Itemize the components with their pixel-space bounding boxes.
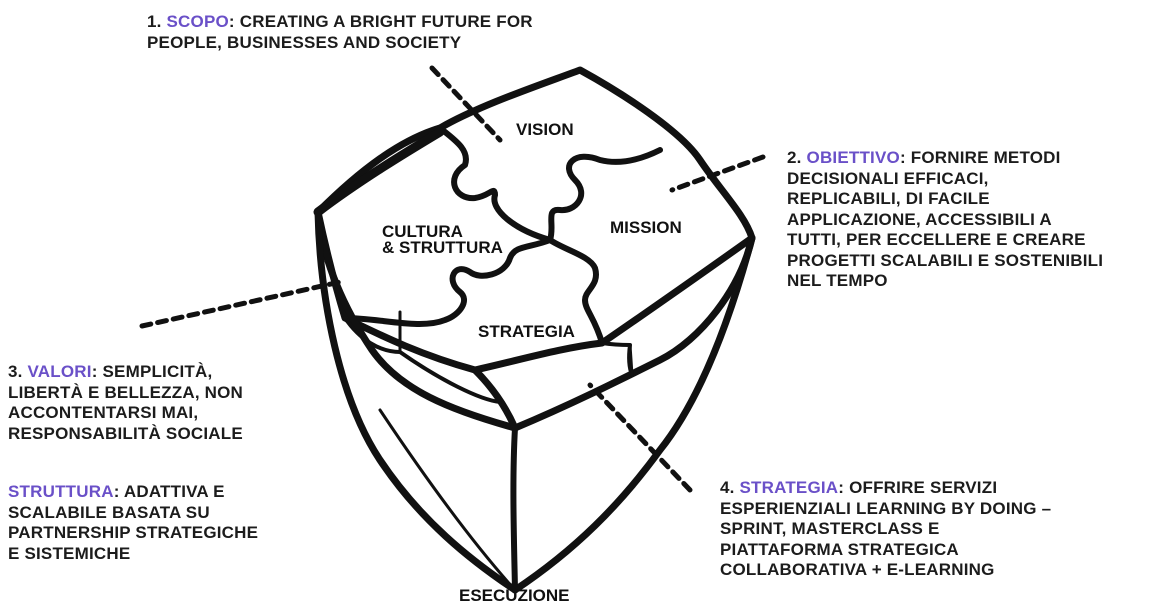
annotation-strategia-line5: COLLABORATIVA + E-LEARNING xyxy=(720,560,1051,581)
puzzle-label-mission: MISSION xyxy=(610,219,682,237)
annotation-obiettivo-line2: DECISIONALI EFFICACI, xyxy=(787,169,1103,190)
annotation-obiettivo-line6: PROGETTI SCALABILI E SOSTENIBILI xyxy=(787,251,1103,272)
annotation-number: 4. xyxy=(720,478,735,497)
annotation-number: 3. xyxy=(8,362,23,381)
annotation-valori-line1: 3. VALORI: SEMPLICITÀ, xyxy=(8,362,243,383)
annotation-struttura-line4: E SISTEMICHE xyxy=(8,544,258,565)
band-right xyxy=(602,343,632,375)
annotation-number: 2. xyxy=(787,148,802,167)
annotation-struttura-line3: PARTNERSHIP STRATEGICHE xyxy=(8,523,258,544)
annotation-scopo-line1: 1. SCOPO: CREATING A BRIGHT FUTURE FOR xyxy=(147,12,533,33)
annotation-text: SEMPLICITÀ, xyxy=(103,362,213,381)
annotation-separator: : xyxy=(838,478,844,497)
annotation-keyword: OBIETTIVO xyxy=(807,148,900,167)
annotation-keyword: VALORI xyxy=(28,362,92,381)
annotation-keyword: SCOPO xyxy=(167,12,229,31)
rim-left xyxy=(318,132,440,212)
base-label-esecuzione: ESECUZIONE xyxy=(459,587,570,605)
pointer-line-valori xyxy=(142,282,340,326)
annotation-scopo-line2: PEOPLE, BUSINESSES AND SOCIETY xyxy=(147,33,533,54)
annotation-obiettivo-line5: TUTTI, PER ECCELLERE E CREARE xyxy=(787,230,1103,251)
annotation-strategia-line1: 4. STRATEGIA: OFFRIRE SERVIZI xyxy=(720,478,1051,499)
annotation-strategia-line4: PIATTAFORMA STRATEGICA xyxy=(720,540,1051,561)
annotation-text: ADATTIVA E xyxy=(124,482,225,501)
annotation-separator: : xyxy=(900,148,906,167)
annotation-struttura-line2: SCALABILE BASATA SU xyxy=(8,503,258,524)
base-inner-left xyxy=(380,410,515,590)
annotation-text: CREATING A BRIGHT FUTURE FOR xyxy=(240,12,533,31)
annotation-separator: : xyxy=(92,362,98,381)
annotation-text: OFFRIRE SERVIZI xyxy=(849,478,997,497)
annotation-valori: 3. VALORI: SEMPLICITÀ, LIBERTÀ E BELLEZZ… xyxy=(8,362,243,444)
puzzle-label-cultura: CULTURA & STRUTTURA xyxy=(382,224,503,256)
annotation-strategia-line2: ESPERIENZIALI LEARNING BY DOING – xyxy=(720,499,1051,520)
annotation-number: 1. xyxy=(147,12,162,31)
band-vert-right xyxy=(630,345,632,375)
puzzle-label-cultura-line2: & STRUTTURA xyxy=(382,240,503,256)
annotation-struttura-line1: STRUTTURA: ADATTIVA E xyxy=(8,482,258,503)
annotation-separator: : xyxy=(229,12,235,31)
annotation-obiettivo-line7: NEL TEMPO xyxy=(787,271,1103,292)
annotation-keyword: STRUTTURA xyxy=(8,482,114,501)
annotation-valori-line4: RESPONSABILITÀ SOCIALE xyxy=(8,424,243,445)
annotation-valori-line3: ACCONTENTARSI MAI, xyxy=(8,403,243,424)
annotation-obiettivo-line1: 2. OBIETTIVO: FORNIRE METODI xyxy=(787,148,1103,169)
annotation-strategia-line3: SPRINT, MASTERCLASS E xyxy=(720,519,1051,540)
annotation-obiettivo-line4: APPLICAZIONE, ACCESSIBILI A xyxy=(787,210,1103,231)
annotation-text: FORNIRE METODI xyxy=(911,148,1061,167)
annotation-keyword: STRATEGIA xyxy=(740,478,839,497)
base-left xyxy=(318,212,515,590)
annotation-obiettivo-line3: REPLICABILI, DI FACILE xyxy=(787,189,1103,210)
base-center xyxy=(513,428,515,590)
annotation-obiettivo: 2. OBIETTIVO: FORNIRE METODI DECISIONALI… xyxy=(787,148,1103,292)
puzzle-label-vision: VISION xyxy=(516,121,574,139)
annotation-scopo: 1. SCOPO: CREATING A BRIGHT FUTURE FOR P… xyxy=(147,12,533,53)
annotation-separator: : xyxy=(114,482,120,501)
puzzle-label-strategia: STRATEGIA xyxy=(478,323,575,341)
annotation-strategia: 4. STRATEGIA: OFFRIRE SERVIZI ESPERIENZI… xyxy=(720,478,1051,581)
annotation-struttura: STRUTTURA: ADATTIVA E SCALABILE BASATA S… xyxy=(8,482,258,564)
annotation-valori-line2: LIBERTÀ E BELLEZZA, NON xyxy=(8,383,243,404)
